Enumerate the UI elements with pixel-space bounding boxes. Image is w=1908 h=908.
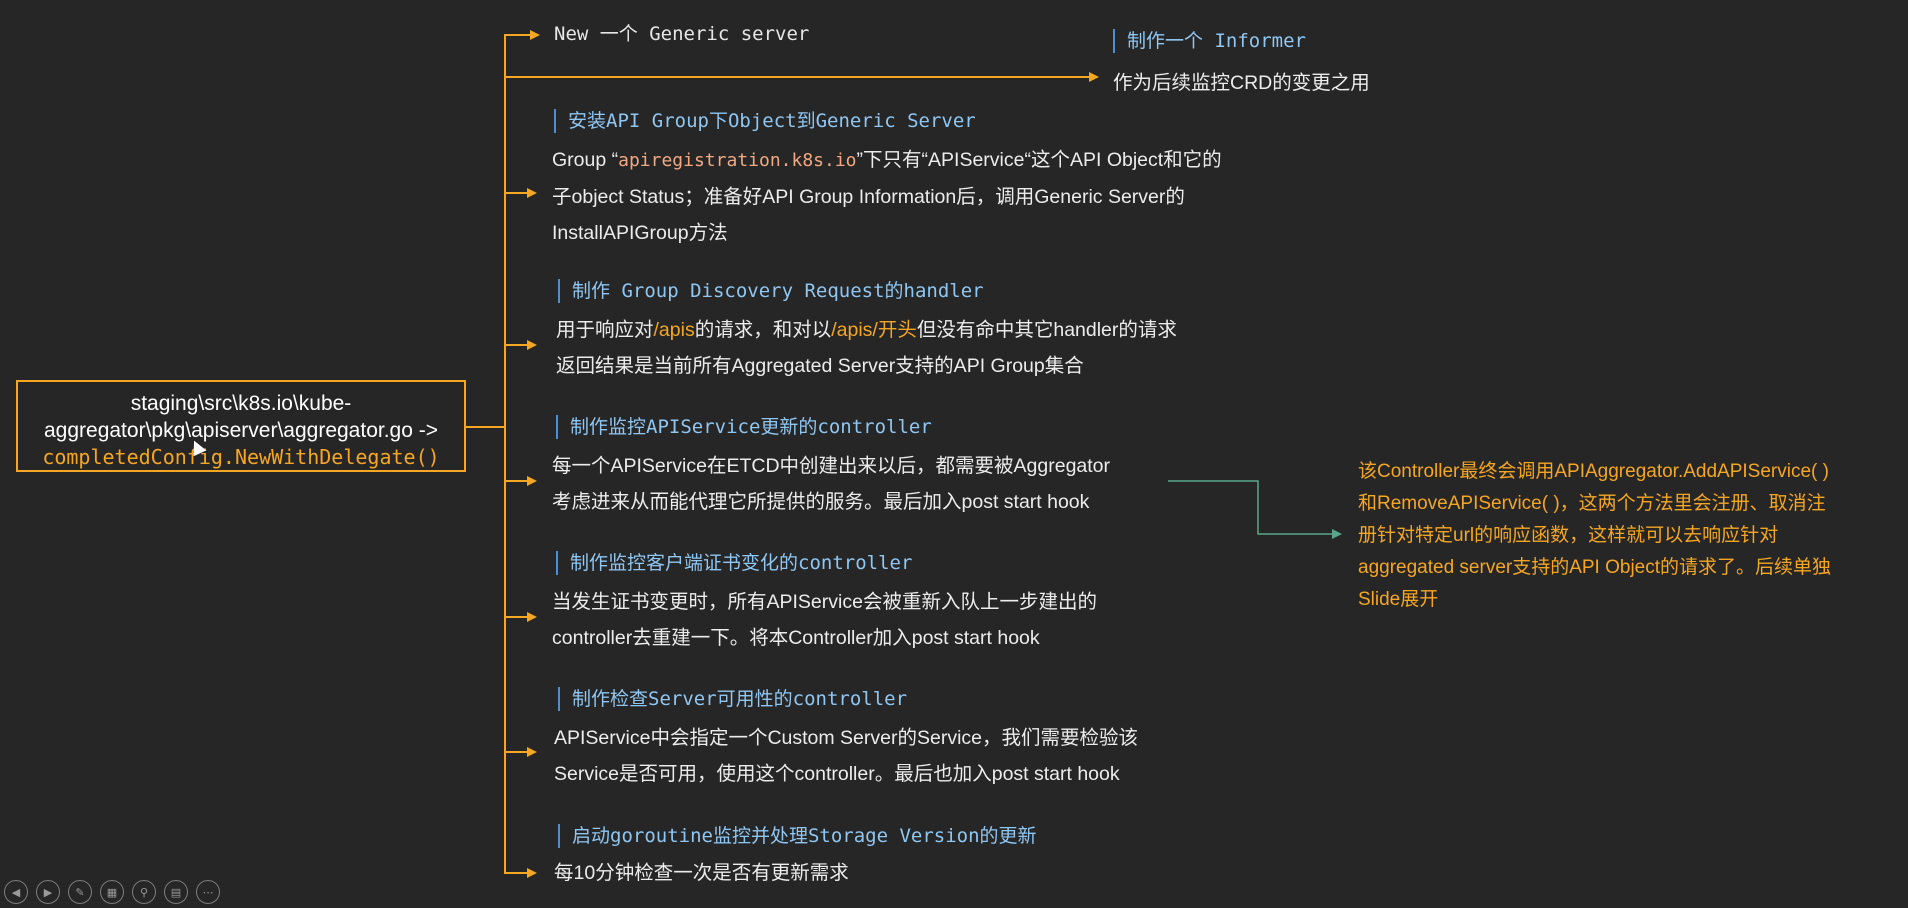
branch-desc-group-discovery: 用于响应对/apis的请求，和对以/apis/开头但没有命中其它handler的…: [556, 312, 1177, 384]
branch-title-cert-controller: 制作监控客户端证书变化的controller: [556, 551, 912, 575]
branch-title-availability-controller: 制作检查Server可用性的controller: [558, 687, 907, 711]
note-line: 和RemoveAPIService( )，这两个方法里会注册、取消注: [1358, 493, 1826, 514]
branch-desc-install-api-group: Group “apiregistration.k8s.io”下只有“APISer…: [552, 142, 1222, 251]
note-line: 该Controller最终会调用APIAggregator.AddAPIServ…: [1358, 461, 1829, 482]
desc-line: controller去重建一下。将本Controller加入post start…: [552, 627, 1040, 649]
desc-line: 当发生证书变更时，所有APIService会被重新入队上一步建出的: [552, 591, 1097, 613]
branch-desc-storage-version: 每10分钟检查一次是否有更新需求: [554, 862, 849, 884]
subtitle-icon[interactable]: ▤: [164, 880, 188, 904]
desc-line: 子object Status；准备好API Group Information后…: [552, 186, 1185, 208]
desc-line: InstallAPIGroup方法: [552, 222, 728, 244]
note-line: 册针对特定url的响应函数，这样就可以去响应针对: [1358, 525, 1779, 546]
desc-line: 返回结果是当前所有Aggregated Server支持的API Group集合: [556, 355, 1084, 377]
desc-line: Group “apiregistration.k8s.io”下只有“APISer…: [552, 149, 1222, 171]
desc-line: 考虑进来从而能代理它所提供的服务。最后加入post start hook: [552, 491, 1090, 513]
root-node: staging\src\k8s.io\kube- aggregator\pkg\…: [16, 380, 466, 472]
desc-line: Service是否可用，使用这个controller。最后也加入post sta…: [554, 763, 1120, 785]
branch-title-storage-version: 启动goroutine监控并处理Storage Version的更新: [558, 824, 1037, 848]
branch-title-apiservice-controller: 制作监控APIService更新的controller: [556, 415, 932, 439]
note-connector: [1168, 480, 1342, 539]
branch-title-group-discovery: 制作 Group Discovery Request的handler: [558, 279, 984, 303]
note-line: Slide展开: [1358, 589, 1439, 610]
slideshow-toolbar: ◀ ▶ ✎ ▦ ⚲ ▤ ⋯: [4, 880, 220, 904]
root-path-line2: aggregator\pkg\apiserver\aggregator.go -…: [43, 419, 438, 442]
side-note: 该Controller最终会调用APIAggregator.AddAPIServ…: [1358, 456, 1878, 616]
branch-desc-availability-controller: APIService中会指定一个Custom Server的Service，我们…: [554, 720, 1138, 792]
zoom-icon[interactable]: ⚲: [132, 880, 156, 904]
branch-desc-apiservice-controller: 每一个APIService在ETCD中创建出来以后，都需要被Aggregator…: [552, 448, 1110, 520]
slides-icon[interactable]: ▦: [100, 880, 124, 904]
desc-line: 每一个APIService在ETCD中创建出来以后，都需要被Aggregator: [552, 455, 1111, 477]
branch-title-generic-server: New 一个 Generic server: [554, 23, 810, 45]
branch-title-install-api-group: 安装API Group下Object到Generic Server: [554, 109, 976, 133]
desc-line: APIService中会指定一个Custom Server的Service，我们…: [554, 727, 1139, 749]
next-icon[interactable]: ▶: [36, 880, 60, 904]
desc-line: 用于响应对/apis的请求，和对以/apis/开头但没有命中其它handler的…: [556, 319, 1177, 341]
branch-desc-informer: 作为后续监控CRD的变更之用: [1113, 72, 1370, 94]
root-function: completedConfig.NewWithDelegate(): [42, 445, 440, 469]
pen-icon[interactable]: ✎: [68, 880, 92, 904]
more-icon[interactable]: ⋯: [196, 880, 220, 904]
root-path-line1: staging\src\k8s.io\kube-: [130, 392, 352, 415]
prev-icon[interactable]: ◀: [4, 880, 28, 904]
branch-title-informer: 制作一个 Informer: [1113, 29, 1306, 53]
branch-desc-cert-controller: 当发生证书变更时，所有APIService会被重新入队上一步建出的 contro…: [552, 584, 1097, 656]
note-line: aggregated server支持的API Object的请求了。后续单独: [1358, 557, 1832, 578]
